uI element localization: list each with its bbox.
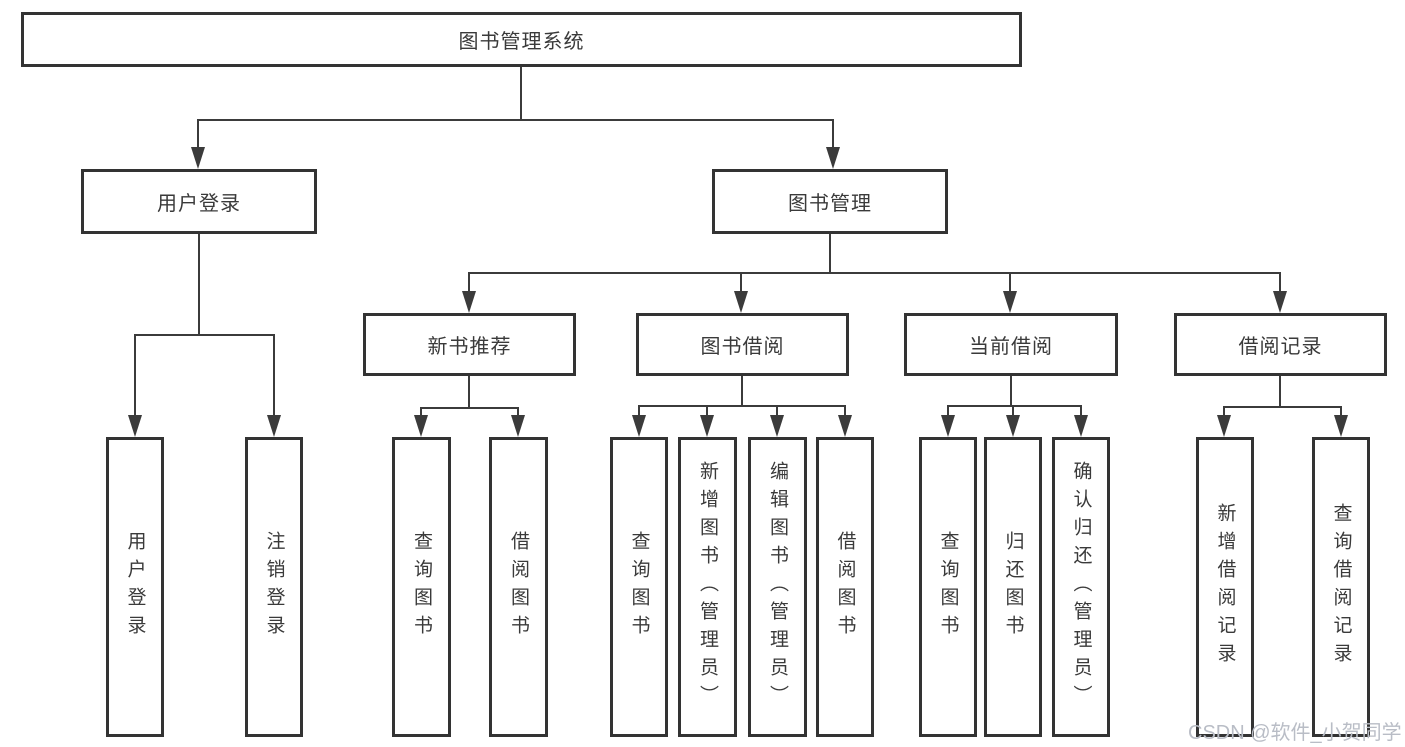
csdn-watermark: CSDN @软件_小贺同学 [1188, 716, 1402, 745]
leaf-return-books-label: 归还图书 [1002, 531, 1024, 643]
arrow-down-icon [1074, 415, 1088, 437]
arrow-down-icon [734, 291, 748, 313]
leaf-query-borrow-record-label: 查询借阅记录 [1330, 503, 1352, 671]
connector-current-drop-2 [1012, 405, 1014, 419]
leaf-logout-login-label: 注销登录 [263, 531, 285, 643]
leaf-add-borrow-record-label: 新增借阅记录 [1214, 503, 1236, 671]
connector-root-rail [197, 119, 834, 121]
connector-current-drop-3 [1080, 405, 1082, 419]
arrow-down-icon [267, 415, 281, 437]
leaf-borrow-books-recommend-label: 借阅图书 [508, 531, 529, 643]
connector-borrowing-drop-3 [776, 405, 778, 419]
connector-userlogin-stem [198, 234, 200, 336]
arrow-down-icon [1217, 415, 1231, 437]
connector-bookmgmt-drop-4 [1279, 272, 1281, 294]
node-book-management: 图书管理 [712, 169, 948, 234]
connector-recommend-stem [468, 376, 470, 409]
connector-bookmgmt-stem [829, 234, 831, 274]
arrow-down-icon [941, 415, 955, 437]
leaf-add-borrow-record: 新增借阅记录 [1196, 437, 1254, 737]
node-user-login: 用户登录 [81, 169, 317, 234]
node-root-label: 图书管理系统 [458, 31, 585, 53]
node-new-book-recommend: 新书推荐 [363, 313, 576, 376]
connector-recommend-drop-2 [517, 407, 519, 419]
connector-userlogin-rail [134, 334, 275, 336]
node-new-book-recommend-label: 新书推荐 [427, 336, 512, 358]
arrow-down-icon [462, 291, 476, 313]
connector-records-rail [1223, 406, 1342, 408]
connector-bookmgmt-drop-3 [1009, 272, 1011, 294]
leaf-confirm-return-admin: 确认归还（管理员） [1052, 437, 1110, 737]
arrow-down-icon [1334, 415, 1348, 437]
connector-borrowing-drop-1 [638, 405, 640, 419]
node-book-borrowing: 图书借阅 [636, 313, 849, 376]
leaf-logout-login: 注销登录 [245, 437, 303, 737]
arrow-down-icon [1273, 291, 1287, 313]
connector-current-drop-1 [947, 405, 949, 419]
connector-borrowing-drop-4 [844, 405, 846, 419]
arrow-down-icon [511, 415, 525, 437]
leaf-borrow-books-borrowing-label: 借阅图书 [834, 531, 856, 643]
arrow-down-icon [128, 415, 142, 437]
node-borrowing-records: 借阅记录 [1174, 313, 1387, 376]
connector-userlogin-drop-1 [134, 334, 136, 418]
connector-current-rail [947, 405, 1082, 407]
connector-recommend-rail [420, 407, 519, 409]
node-current-borrowing: 当前借阅 [904, 313, 1118, 376]
leaf-user-login: 用户登录 [106, 437, 164, 737]
connector-root-drop-right [832, 119, 834, 151]
leaf-query-books-borrowing: 查询图书 [610, 437, 668, 737]
connector-borrowing-rail [638, 405, 846, 407]
node-user-login-label: 用户登录 [157, 193, 241, 215]
leaf-edit-books-admin: 编辑图书（管理员） [748, 437, 807, 737]
node-root-system: 图书管理系统 [21, 12, 1022, 67]
leaf-borrow-books-borrowing: 借阅图书 [816, 437, 874, 737]
connector-borrowing-drop-2 [706, 405, 708, 419]
arrow-down-icon [414, 415, 428, 437]
leaf-borrow-books-recommend: 借阅图书 [489, 437, 548, 737]
leaf-add-books-admin-label: 新增图书（管理员） [697, 461, 718, 713]
csdn-watermark-text: CSDN @软件_小贺同学 [1188, 722, 1402, 744]
node-borrowing-records-label: 借阅记录 [1238, 336, 1323, 358]
arrow-down-icon [770, 415, 784, 437]
connector-root-drop-left [197, 119, 199, 151]
arrow-down-icon [1006, 415, 1020, 437]
arrow-down-icon [700, 415, 714, 437]
node-book-borrowing-label: 图书借阅 [700, 336, 785, 358]
leaf-query-books-borrowing-label: 查询图书 [628, 531, 650, 643]
node-book-management-label: 图书管理 [788, 193, 872, 215]
leaf-query-books-current: 查询图书 [919, 437, 977, 737]
connector-records-drop-2 [1340, 406, 1342, 419]
leaf-add-books-admin: 新增图书（管理员） [678, 437, 737, 737]
leaf-user-login-label: 用户登录 [124, 531, 146, 643]
connector-current-stem [1010, 376, 1012, 407]
leaf-query-books-current-label: 查询图书 [937, 531, 959, 643]
leaf-confirm-return-admin-label: 确认归还（管理员） [1070, 461, 1092, 713]
connector-root-stem [520, 67, 522, 121]
connector-borrowing-stem [741, 376, 743, 407]
connector-userlogin-drop-2 [273, 334, 275, 418]
arrow-down-icon [1003, 291, 1017, 313]
arrow-down-icon [838, 415, 852, 437]
leaf-query-books-recommend-label: 查询图书 [411, 531, 432, 643]
arrow-down-icon [191, 147, 205, 169]
leaf-edit-books-admin-label: 编辑图书（管理员） [767, 461, 788, 713]
connector-bookmgmt-drop-2 [740, 272, 742, 294]
leaf-return-books: 归还图书 [984, 437, 1042, 737]
connector-recommend-drop-1 [420, 407, 422, 419]
arrow-down-icon [826, 147, 840, 169]
connector-bookmgmt-rail [468, 272, 1281, 274]
leaf-query-borrow-record: 查询借阅记录 [1312, 437, 1370, 737]
connector-records-stem [1279, 376, 1281, 408]
connector-records-drop-1 [1223, 406, 1225, 419]
leaf-query-books-recommend: 查询图书 [392, 437, 451, 737]
node-current-borrowing-label: 当前借阅 [969, 336, 1053, 358]
connector-bookmgmt-drop-1 [468, 272, 470, 294]
arrow-down-icon [632, 415, 646, 437]
